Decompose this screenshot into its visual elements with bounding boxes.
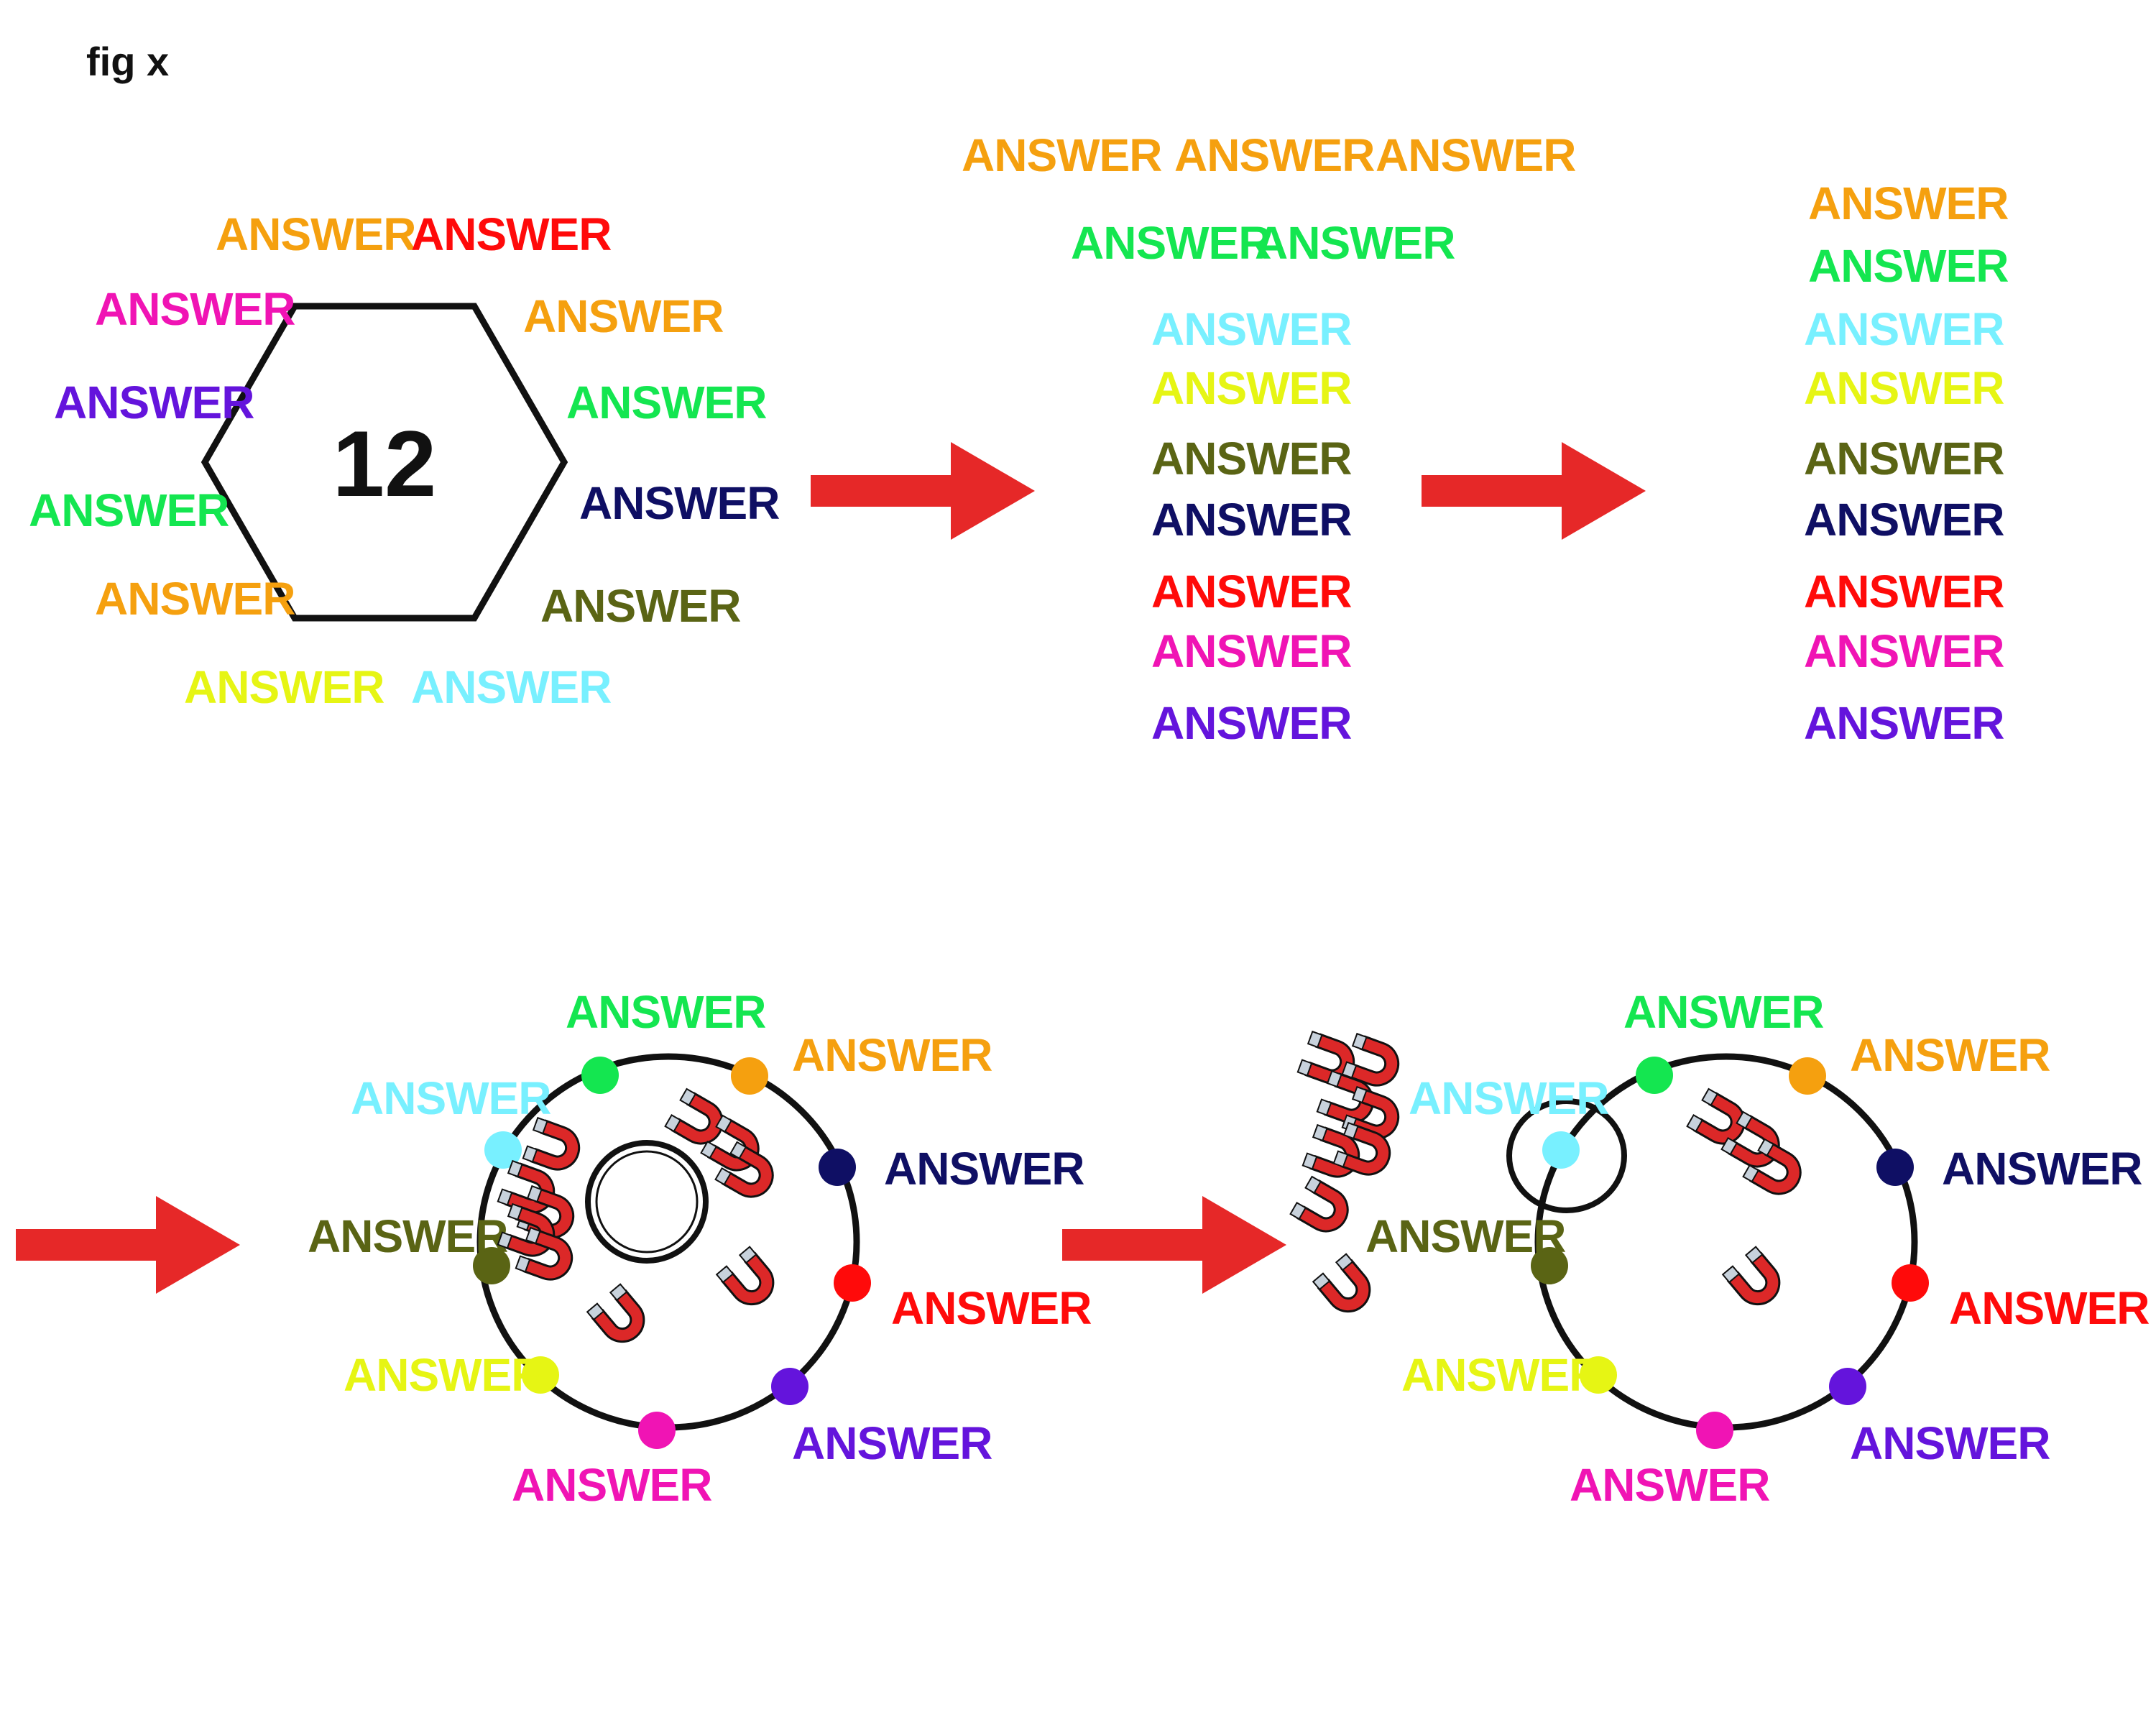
hexagon-label: ANSWER — [216, 208, 415, 260]
magnet-icon — [715, 1246, 783, 1315]
cell-dot — [1892, 1264, 1929, 1302]
cell-dot — [1636, 1057, 1673, 1094]
scatter-label: ANSWER — [1174, 129, 1374, 181]
magnet-icon — [586, 1283, 654, 1352]
cell-dot — [1829, 1368, 1866, 1405]
cell-label: ANSWER — [891, 1282, 1091, 1334]
cell-label: ANSWER — [1365, 1210, 1565, 1262]
sorted-label: ANSWER — [1804, 362, 2004, 414]
sorted-label: ANSWER — [1804, 494, 2004, 546]
scatter-panel: ANSWER ANSWER ANSWER ANSWER ANSWER ANSWE… — [962, 129, 1576, 749]
sorted-label: ANSWER — [1804, 433, 2004, 484]
sorted-label: ANSWER — [1804, 303, 2004, 355]
scatter-label: ANSWER — [1151, 433, 1351, 484]
hexagon-label: ANSWER — [29, 484, 229, 536]
hexagon-label: ANSWER — [540, 580, 740, 632]
cell-dot — [1580, 1356, 1617, 1394]
hexagon-icon — [201, 303, 568, 622]
hexagon-label: ANSWER — [54, 377, 254, 428]
cell-dot — [1542, 1131, 1580, 1169]
hexagon-label: ANSWER — [95, 573, 295, 625]
cell-label: ANSWER — [1850, 1029, 2050, 1081]
scatter-label: ANSWER — [1255, 217, 1455, 269]
scatter-label: ANSWER — [1151, 494, 1351, 546]
hexagon-center-number: 12 — [333, 411, 437, 516]
cell-dot — [834, 1264, 871, 1302]
hexagon-label: ANSWER — [95, 283, 295, 335]
cell-label: ANSWER — [566, 986, 765, 1038]
right-arrow-icon — [811, 442, 1035, 540]
cell-label: ANSWER — [1949, 1282, 2149, 1334]
sorted-label: ANSWER — [1808, 240, 2008, 292]
nucleus-inner — [595, 1150, 699, 1254]
cell-dot — [638, 1412, 676, 1449]
cell-label: ANSWER — [1570, 1459, 1769, 1511]
cell-dot — [731, 1057, 768, 1095]
hexagon-label: ANSWER — [411, 208, 611, 260]
scatter-label: ANSWER — [1151, 303, 1351, 355]
right-arrow-icon — [1422, 442, 1646, 540]
sorted-label: ANSWER — [1804, 625, 2004, 677]
vesicle-icon — [1506, 1098, 1627, 1213]
magnet-icon — [1289, 1175, 1357, 1241]
magnet-icon — [1312, 1253, 1380, 1322]
cell-panel-2: ANSWER ANSWER ANSWER ANSWER ANSWER ANSWE… — [1289, 986, 2150, 1511]
magnet-icon — [522, 1116, 586, 1177]
cell-dot — [484, 1131, 522, 1169]
cell-label: ANSWER — [1850, 1417, 2050, 1469]
cell-label: ANSWER — [351, 1072, 550, 1124]
cell-dot — [1531, 1247, 1568, 1284]
cell-label: ANSWER — [1942, 1143, 2142, 1195]
scatter-label: ANSWER — [1151, 625, 1351, 677]
figure-title: fig x — [86, 39, 169, 84]
magnet-icon — [515, 1226, 579, 1287]
cell-label: ANSWER — [1623, 986, 1823, 1038]
cell-label: ANSWER — [792, 1029, 992, 1081]
cell-label: ANSWER — [792, 1417, 992, 1469]
cell-dot — [522, 1356, 559, 1394]
cell-dot — [1696, 1412, 1733, 1449]
cell-dot — [473, 1247, 510, 1284]
scatter-label: ANSWER — [1071, 217, 1271, 269]
scatter-label: ANSWER — [1151, 362, 1351, 414]
hexagon-label: ANSWER — [579, 477, 779, 529]
magnet-icon — [1742, 1138, 1810, 1203]
cell-label: ANSWER — [1401, 1349, 1601, 1401]
magnet-icon — [1721, 1246, 1789, 1315]
cell-label: ANSWER — [512, 1459, 711, 1511]
hexagon-label: ANSWER — [184, 661, 384, 713]
hexagon-panel: 12 ANSWER ANSWER ANSWER ANSWER ANSWER AN… — [29, 208, 780, 713]
cell-label: ANSWER — [1409, 1072, 1608, 1124]
sorted-label: ANSWER — [1804, 566, 2004, 617]
cell-label: ANSWER — [344, 1349, 543, 1401]
right-arrow-icon — [1062, 1196, 1286, 1294]
sorted-label: ANSWER — [1808, 178, 2008, 229]
cell-label: ANSWER — [308, 1210, 507, 1262]
scatter-label: ANSWER — [1151, 697, 1351, 749]
cell-label: ANSWER — [884, 1143, 1084, 1195]
hexagon-label: ANSWER — [411, 661, 611, 713]
cell-dot — [1789, 1057, 1826, 1095]
sorted-panel: ANSWER ANSWER ANSWER ANSWER ANSWER ANSWE… — [1804, 178, 2009, 749]
nucleus-icon — [585, 1140, 709, 1264]
right-arrow-icon — [16, 1196, 240, 1294]
scatter-label: ANSWER — [962, 129, 1161, 181]
cell-panel-1: ANSWER ANSWER ANSWER ANSWER ANSWER ANSWE… — [308, 986, 1092, 1511]
cell-dot — [1876, 1149, 1914, 1186]
cell-dot — [771, 1368, 808, 1405]
cell-dot — [581, 1057, 619, 1094]
scatter-label: ANSWER — [1376, 129, 1575, 181]
cell-dot — [819, 1149, 856, 1186]
hexagon-label: ANSWER — [523, 290, 723, 342]
scatter-label: ANSWER — [1151, 566, 1351, 617]
hexagon-label: ANSWER — [566, 377, 766, 428]
sorted-label: ANSWER — [1804, 697, 2004, 749]
